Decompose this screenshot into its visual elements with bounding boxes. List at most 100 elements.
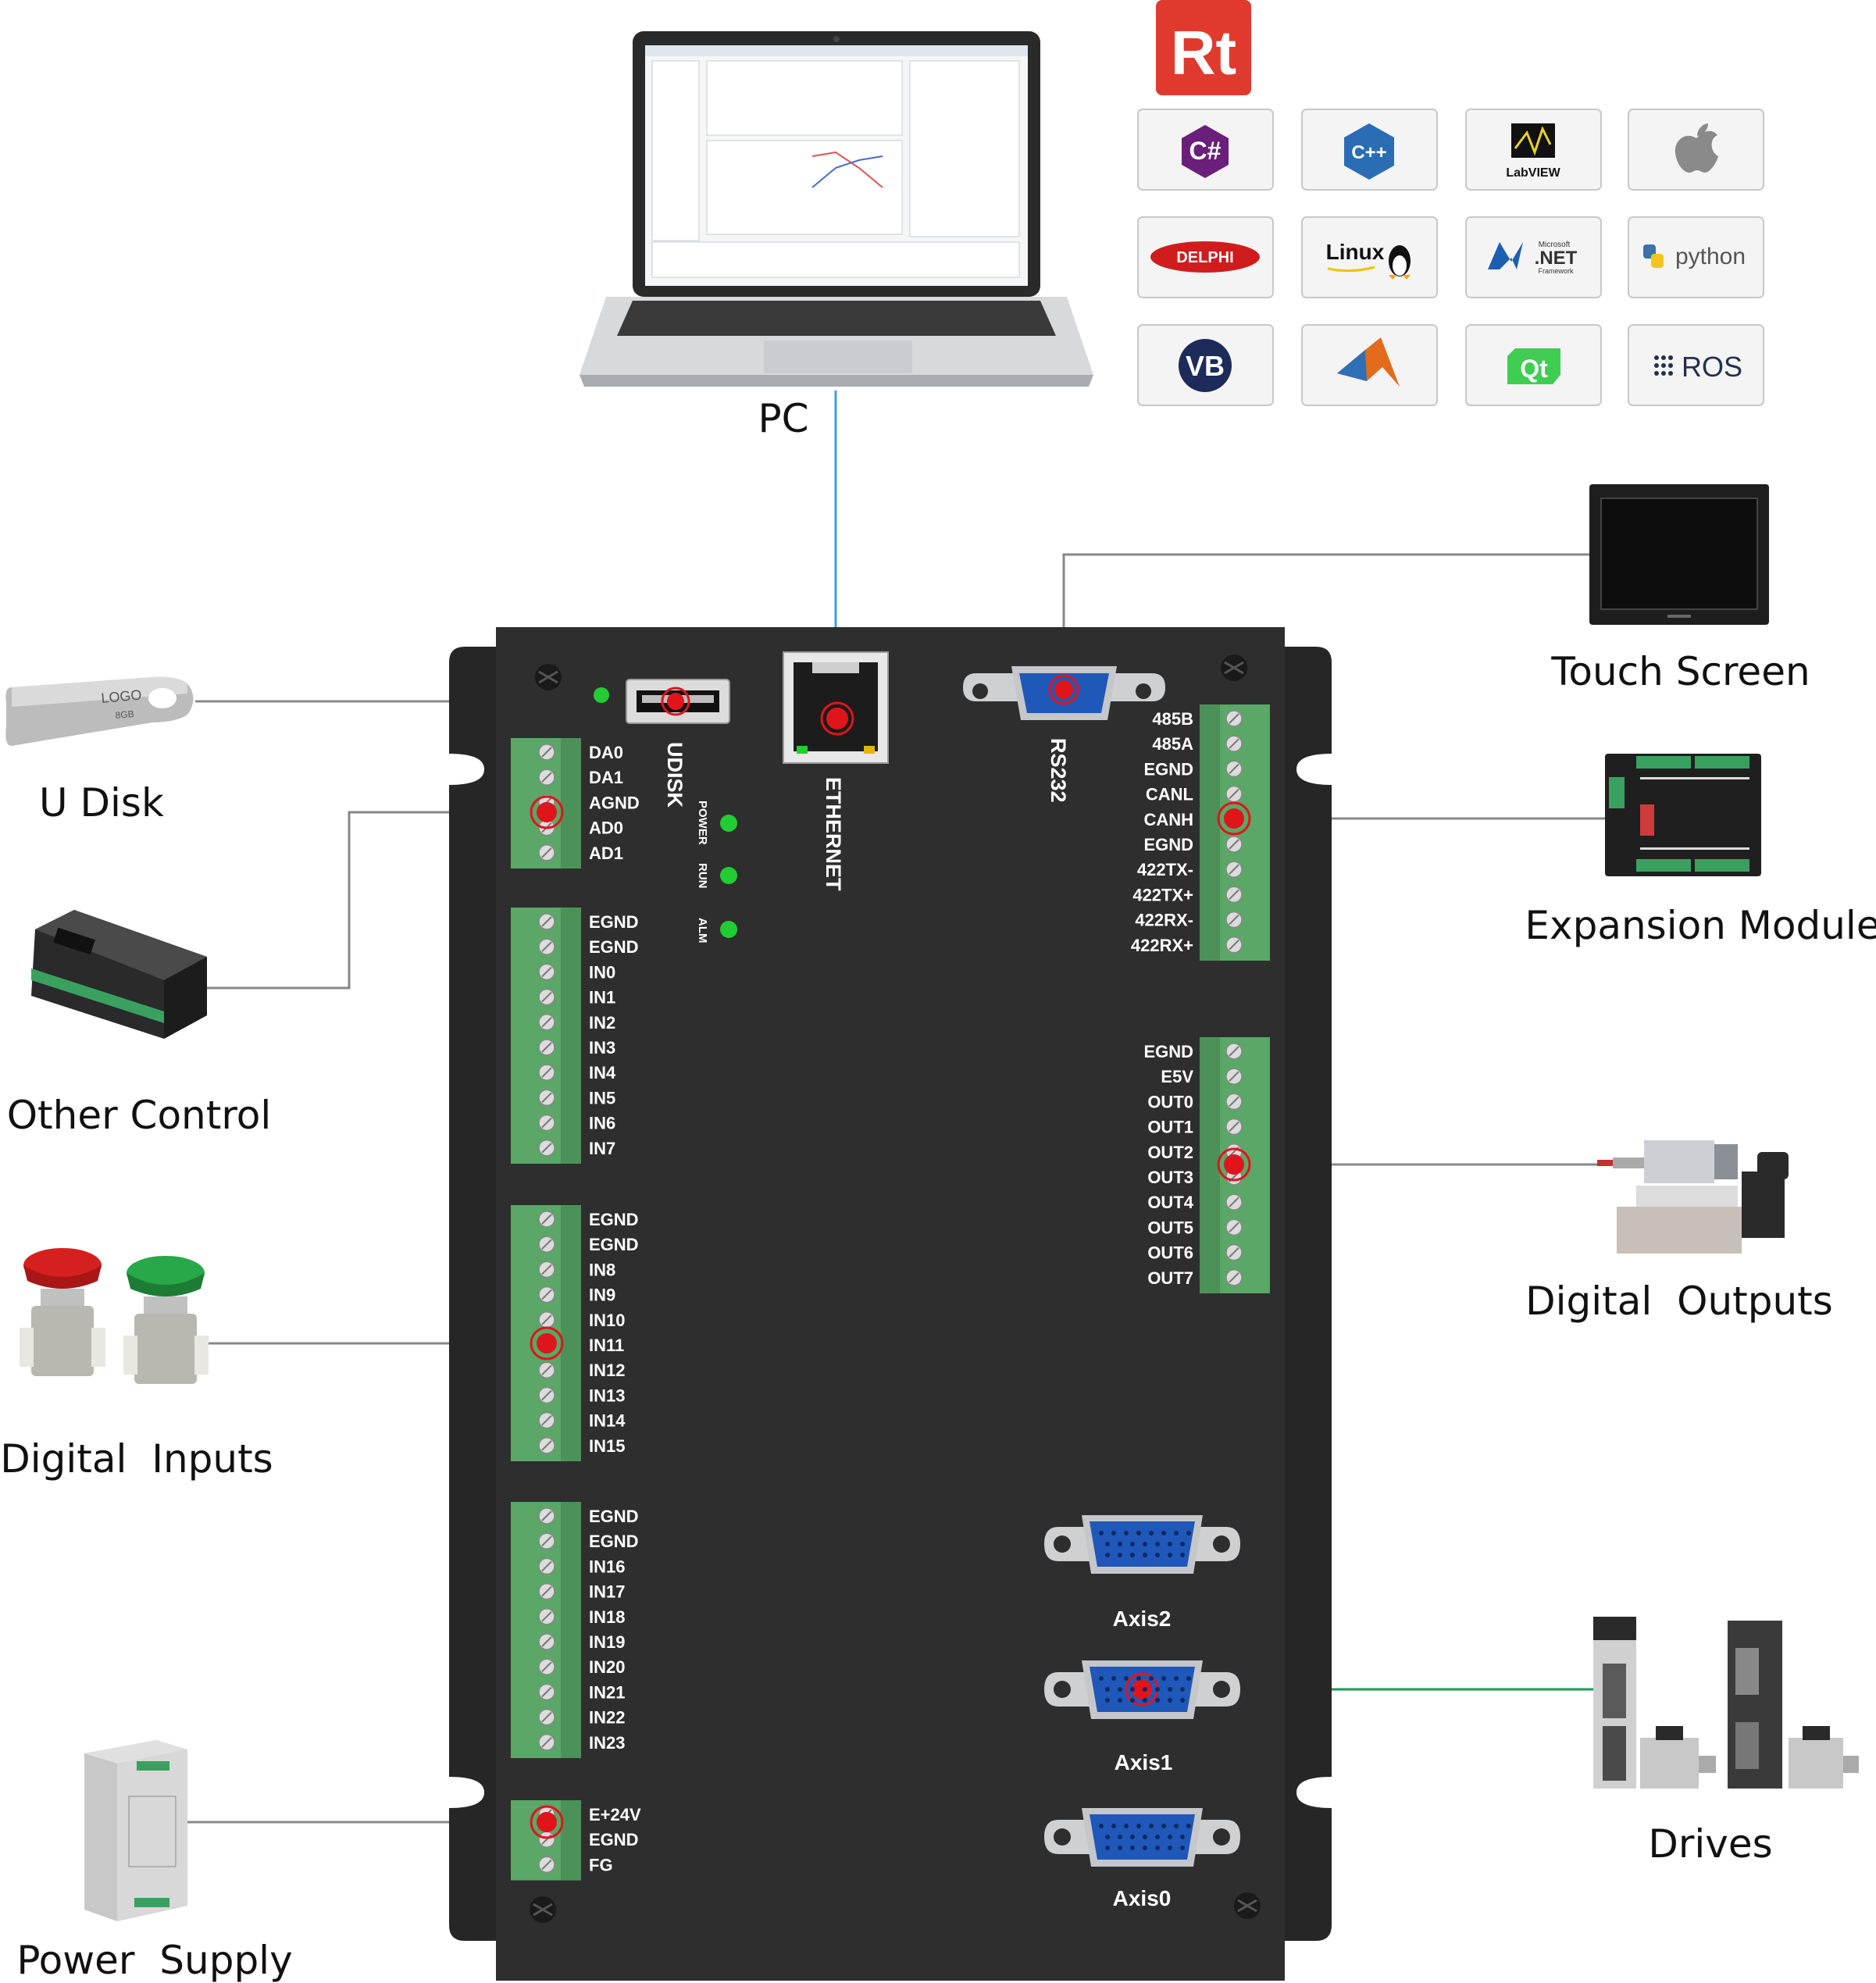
terminal-screw-icon[interactable] [1225, 785, 1243, 803]
terminal-screw-icon[interactable] [538, 1437, 555, 1454]
terminal-screw-icon[interactable] [538, 1211, 555, 1228]
terminal-screw-icon[interactable] [538, 1114, 555, 1132]
terminal-screw-icon[interactable] [1225, 1093, 1243, 1111]
terminal-screw-icon[interactable] [1225, 710, 1243, 727]
db15-pin [1130, 1553, 1135, 1557]
expansion-module-device[interactable] [1605, 754, 1761, 876]
svg-text:ROS: ROS [1682, 351, 1742, 383]
terminal-screw-icon[interactable] [1225, 735, 1243, 752]
terminal-screw-icon[interactable] [1225, 836, 1243, 853]
terminal-screw-icon[interactable] [538, 1633, 555, 1650]
rs232-port[interactable] [963, 666, 1165, 720]
terminal-screw-icon[interactable] [538, 1608, 555, 1625]
pc-laptop[interactable] [580, 31, 1093, 387]
digital-inputs-device[interactable] [20, 1248, 209, 1384]
db15-pin [1174, 1676, 1179, 1681]
status-led-icon [594, 687, 609, 703]
terminal-screw-icon[interactable] [538, 1311, 555, 1329]
db15-pin [1118, 1698, 1122, 1703]
matlab-badge-icon [1301, 324, 1438, 406]
db15-pin [1118, 1542, 1122, 1546]
db15-pin [1180, 1835, 1185, 1839]
db15-pin [1161, 1824, 1166, 1828]
expansion-module-label: Expansion Module [1525, 903, 1876, 948]
comm-terminal-marker [1217, 801, 1251, 836]
terminal-screw-icon[interactable] [538, 1261, 555, 1279]
terminal-label: 422TX- [1137, 860, 1193, 879]
drives-label: Drives [1648, 1821, 1772, 1867]
terminal-screw-icon[interactable] [1225, 1118, 1243, 1136]
terminal-label: OUT4 [1147, 1193, 1193, 1212]
terminal-screw-icon[interactable] [1225, 760, 1243, 778]
terminal-label: IN1 [589, 988, 615, 1008]
db15-pin [1099, 1824, 1104, 1828]
terminal-screw-icon[interactable] [538, 1856, 555, 1874]
terminal-screw-icon[interactable] [538, 1557, 555, 1575]
terminal-screw-icon[interactable] [538, 1089, 555, 1107]
terminal-screw-icon[interactable] [1225, 886, 1243, 904]
terminal-screw-icon[interactable] [538, 1236, 555, 1253]
power-led-label: POWER [696, 801, 709, 845]
terminal-label: EGND [589, 1210, 639, 1229]
terminal-screw-icon[interactable] [1225, 1043, 1243, 1060]
touch-screen-device[interactable] [1589, 484, 1769, 625]
terminal-screw-icon[interactable] [1225, 1269, 1243, 1286]
terminal-screw-icon[interactable] [538, 769, 555, 786]
udisk-port[interactable] [626, 679, 730, 724]
terminal-label: AD0 [589, 819, 623, 838]
terminal-screw-icon[interactable] [538, 913, 555, 930]
terminal-screw-icon[interactable] [1225, 911, 1243, 929]
terminal-screw-icon[interactable] [1225, 1243, 1243, 1261]
terminal-label: IN0 [589, 962, 615, 982]
drives-device[interactable] [1593, 1617, 1859, 1789]
front-panel [496, 627, 1285, 1981]
ethernet-port[interactable] [783, 651, 889, 764]
terminal-screw-icon[interactable] [538, 1386, 555, 1404]
terminal-label: AD1 [589, 843, 623, 863]
other-control-device[interactable] [31, 910, 207, 1039]
terminal-label: IN18 [589, 1607, 625, 1627]
terminal-screw-icon[interactable] [538, 1532, 555, 1550]
terminal-screw-icon[interactable] [538, 938, 555, 955]
terminal-screw-icon[interactable] [538, 1683, 555, 1701]
axis1-port[interactable] [1044, 1660, 1240, 1719]
terminal-screw-icon[interactable] [538, 1582, 555, 1600]
terminal-screw-icon[interactable] [1225, 1193, 1243, 1211]
db15-pin [1130, 1698, 1135, 1703]
terminal-screw-icon[interactable] [538, 963, 555, 981]
terminal-screw-icon[interactable] [538, 1507, 555, 1525]
terminal-screw-icon[interactable] [538, 1708, 555, 1726]
terminal-screw-icon[interactable] [538, 744, 555, 761]
terminal-screw-icon[interactable] [538, 1286, 555, 1304]
terminal-screw-icon[interactable] [538, 1064, 555, 1081]
terminal-label: IN3 [589, 1038, 615, 1057]
terminal-label: FG [589, 1855, 613, 1874]
terminal-screw-icon[interactable] [538, 844, 555, 861]
terminal-screw-icon[interactable] [538, 1734, 555, 1751]
digital-outputs-device[interactable] [1597, 1140, 1789, 1254]
terminal-screw-icon[interactable] [1225, 1068, 1243, 1085]
power-supply-device[interactable] [84, 1740, 187, 1921]
terminal-screw-icon[interactable] [538, 1039, 555, 1056]
db15-pin [1155, 1687, 1160, 1692]
screw-icon [1221, 654, 1247, 681]
terminal-screw-icon[interactable] [538, 988, 555, 1006]
rs232-port-label: RS232 [1047, 738, 1070, 803]
terminal-screw-icon[interactable] [538, 1831, 555, 1848]
terminal-screw-icon[interactable] [1225, 936, 1243, 954]
terminal-screw-icon[interactable] [538, 1014, 555, 1031]
terminal-screw-icon[interactable] [538, 1658, 555, 1675]
terminal-label: EGND [589, 1507, 639, 1526]
u-disk-device[interactable]: LOGO 8GB [5, 676, 194, 746]
terminal-screw-icon[interactable] [1225, 861, 1243, 878]
db15-pin [1180, 1698, 1185, 1703]
terminal-screw-icon[interactable] [1225, 1218, 1243, 1236]
terminal-screw-icon[interactable] [538, 1411, 555, 1429]
terminal-screw-icon[interactable] [538, 1361, 555, 1378]
terminal-screw-icon[interactable] [538, 1140, 555, 1157]
svg-text:python: python [1675, 244, 1746, 269]
db15-pin [1161, 1676, 1166, 1681]
